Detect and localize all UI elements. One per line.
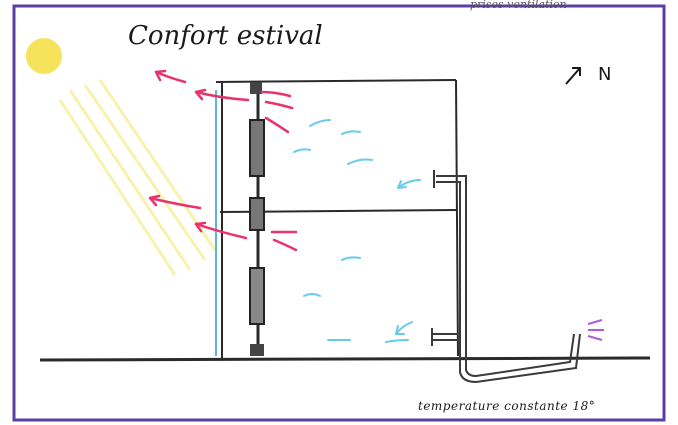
north-label: N	[598, 64, 611, 85]
constant-temperature-note: temperature constante 18°	[418, 399, 595, 413]
top-cut-text: prises ventilation	[470, 0, 567, 11]
sun-icon	[26, 38, 62, 74]
facade-wall	[250, 82, 264, 356]
sketch-title: Confort estival	[128, 21, 323, 51]
ground-line	[40, 358, 650, 360]
